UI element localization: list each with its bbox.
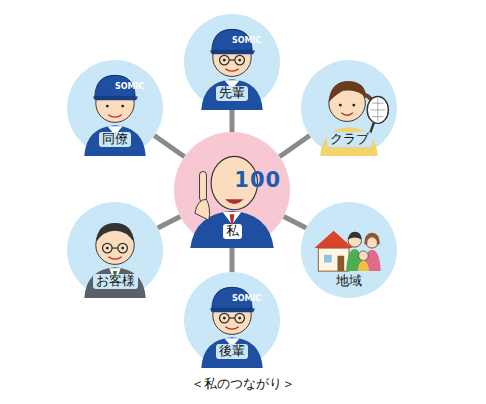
node-label: クラブ xyxy=(327,132,372,147)
cap-logo: SOMIC xyxy=(115,83,144,91)
node-label: 地域 xyxy=(333,274,365,289)
connector-line xyxy=(230,110,235,132)
relation-circle: お客様 xyxy=(67,202,163,298)
connector-line xyxy=(279,136,309,157)
cap-logo: SOMIC xyxy=(232,37,261,45)
node-label: 同僚 xyxy=(99,132,131,147)
glasses-number: 100 xyxy=(234,170,281,191)
node-label: 私 xyxy=(223,224,242,239)
relation-circle: 地域 xyxy=(301,202,397,298)
connector-line xyxy=(154,136,184,157)
relation-circle: クラブ xyxy=(301,60,397,156)
caption: ＜私のつながり＞ xyxy=(0,375,486,393)
relation-circle: 先輩 SOMIC xyxy=(184,14,280,110)
relation-circle: 後輩 SOMIC xyxy=(184,272,280,368)
relation-circle: 同僚 SOMIC xyxy=(67,60,163,156)
center-circle: 私 100 xyxy=(174,132,290,248)
cap-logo: SOMIC xyxy=(232,295,261,303)
node-label: 後輩 xyxy=(216,344,248,359)
node-label: 先輩 xyxy=(216,86,248,101)
connector-line xyxy=(158,216,181,228)
node-label: お客様 xyxy=(93,274,138,289)
connector-line xyxy=(230,248,235,272)
connector-line xyxy=(284,216,307,228)
